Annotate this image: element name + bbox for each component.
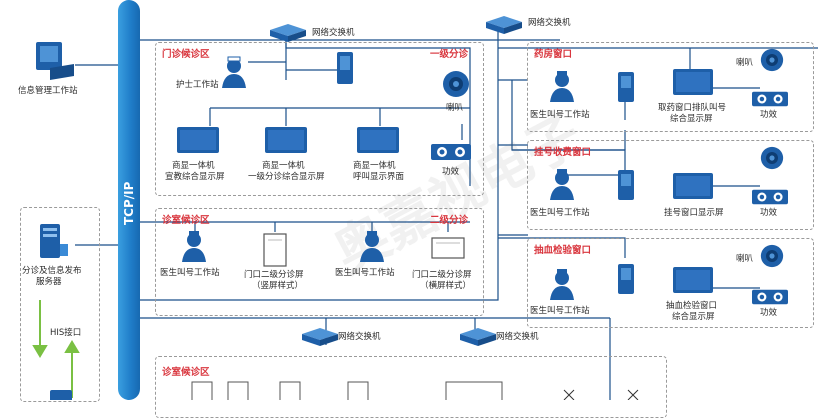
clinic-wait-title: 门诊候诊区 (162, 49, 210, 60)
doctor-icon (550, 269, 574, 300)
nurse-label: 护士工作站 (176, 80, 219, 90)
tv3-label-2: 呼叫显示界面 (353, 172, 405, 182)
server-label-1: 分诊及信息发布 (22, 266, 82, 276)
pharmacy-horn-label: 喇叭 (736, 58, 754, 68)
panel2-label-1: 门口二级分诊屏 (412, 270, 472, 280)
switch-icon (460, 328, 496, 346)
bottom-wait-title: 诊室候诊区 (162, 367, 210, 378)
switch-top2-label: 网络交换机 (528, 18, 571, 28)
server-icon-bottom (50, 390, 72, 400)
amp-label: 功效 (442, 167, 460, 177)
panel1-label-2: （竖屏样式） (252, 281, 304, 291)
blood-title: 抽血检验窗口 (534, 245, 592, 256)
display-icon (673, 267, 713, 293)
speaker-icon (443, 71, 469, 97)
display-icon (673, 173, 713, 199)
kiosk-icon (618, 264, 634, 294)
switch-icon (486, 16, 522, 34)
display-icon (357, 127, 399, 153)
tcpip-bus (118, 0, 140, 400)
display-icon (673, 69, 713, 95)
amplifier-icon (431, 144, 471, 160)
switch-bottom1-label: 网络交换机 (338, 332, 381, 342)
panel1-label-1: 门口二级分诊屏 (244, 270, 304, 280)
registration-doctor-label: 医生叫号工作站 (530, 208, 590, 218)
doctor-icon (182, 231, 206, 262)
pharmacy-amp-label: 功效 (760, 110, 778, 120)
display-icon (265, 127, 307, 153)
blood-screen-label-1: 抽血检验窗口 (666, 301, 718, 311)
vertical-panel-icon (263, 233, 287, 267)
server-label-2: 服务器 (36, 277, 62, 287)
blood-screen-label-2: 综合显示屏 (672, 312, 715, 322)
network-wiring (32, 30, 818, 400)
switch-bottom2-label: 网络交换机 (496, 332, 539, 342)
cable-cross-icon (627, 389, 639, 400)
panel-icon (347, 381, 369, 400)
display-icon (177, 127, 219, 153)
clinic-level-title: 一级分诊 (430, 49, 469, 60)
pharmacy-screen-label-1: 取药窗口排队叫号 (658, 103, 727, 113)
panel-icon (191, 381, 213, 400)
nurse-icon (222, 56, 246, 88)
speaker-icon (760, 146, 784, 170)
panel-icon (227, 381, 249, 400)
speaker-icon (760, 244, 784, 268)
room-wait-title: 诊室候诊区 (162, 215, 210, 226)
blood-amp-label: 功效 (760, 308, 778, 318)
panel-icon (445, 381, 503, 400)
tcpip-label: TCP/IP (122, 181, 136, 225)
room-doctor1-label: 医生叫号工作站 (160, 268, 220, 278)
amplifier-icon (752, 289, 788, 305)
pharmacy-doctor-label: 医生叫号工作站 (530, 110, 590, 120)
his-label: HIS接口 (50, 328, 82, 338)
tv2-label-1: 商显一体机 (262, 161, 305, 171)
room-level-title: 二级分诊 (430, 215, 469, 226)
registration-zone (527, 140, 814, 230)
tv3-label-1: 商显一体机 (353, 161, 396, 171)
switch-icon (270, 24, 306, 42)
info-station-label: 信息管理工作站 (18, 86, 78, 96)
room-doctor2-label: 医生叫号工作站 (335, 268, 395, 278)
blood-horn-label: 喇叭 (736, 254, 754, 264)
horizontal-panel-icon (431, 237, 465, 259)
blood-doctor-label: 医生叫号工作站 (530, 306, 590, 316)
workstation-icon (36, 42, 74, 80)
doctor-icon (550, 71, 574, 102)
clinic-wait-zone (155, 42, 484, 196)
kiosk-icon (618, 72, 634, 102)
switch-icon (302, 328, 338, 346)
server-icon (40, 224, 68, 258)
kiosk-icon (337, 52, 353, 84)
amplifier-icon (752, 91, 788, 107)
blood-zone (527, 238, 814, 328)
pharmacy-screen-label-2: 综合显示屏 (670, 114, 713, 124)
panel2-label-2: （横屏样式） (420, 281, 472, 291)
pharmacy-zone (527, 42, 814, 132)
tv1-label-1: 商显一体机 (172, 161, 215, 171)
registration-title: 挂号收费窗口 (534, 147, 592, 158)
room-wait-zone (155, 208, 484, 316)
registration-amp-label: 功效 (760, 208, 778, 218)
doctor-icon (550, 169, 574, 200)
cable-cross-icon (563, 389, 575, 400)
registration-screen-label: 挂号窗口显示屏 (664, 208, 724, 218)
switch-top1-label: 网络交换机 (312, 28, 355, 38)
horn-label: 喇叭 (446, 103, 464, 113)
panel-icon (279, 381, 301, 400)
tv2-label-2: 一级分诊综合显示屏 (248, 172, 325, 182)
speaker-icon (760, 48, 784, 72)
kiosk-icon (618, 170, 634, 200)
amplifier-icon (752, 189, 788, 205)
doctor-icon (360, 231, 384, 262)
pharmacy-title: 药房窗口 (534, 49, 573, 60)
tv1-label-2: 宣教综合显示屏 (165, 172, 225, 182)
